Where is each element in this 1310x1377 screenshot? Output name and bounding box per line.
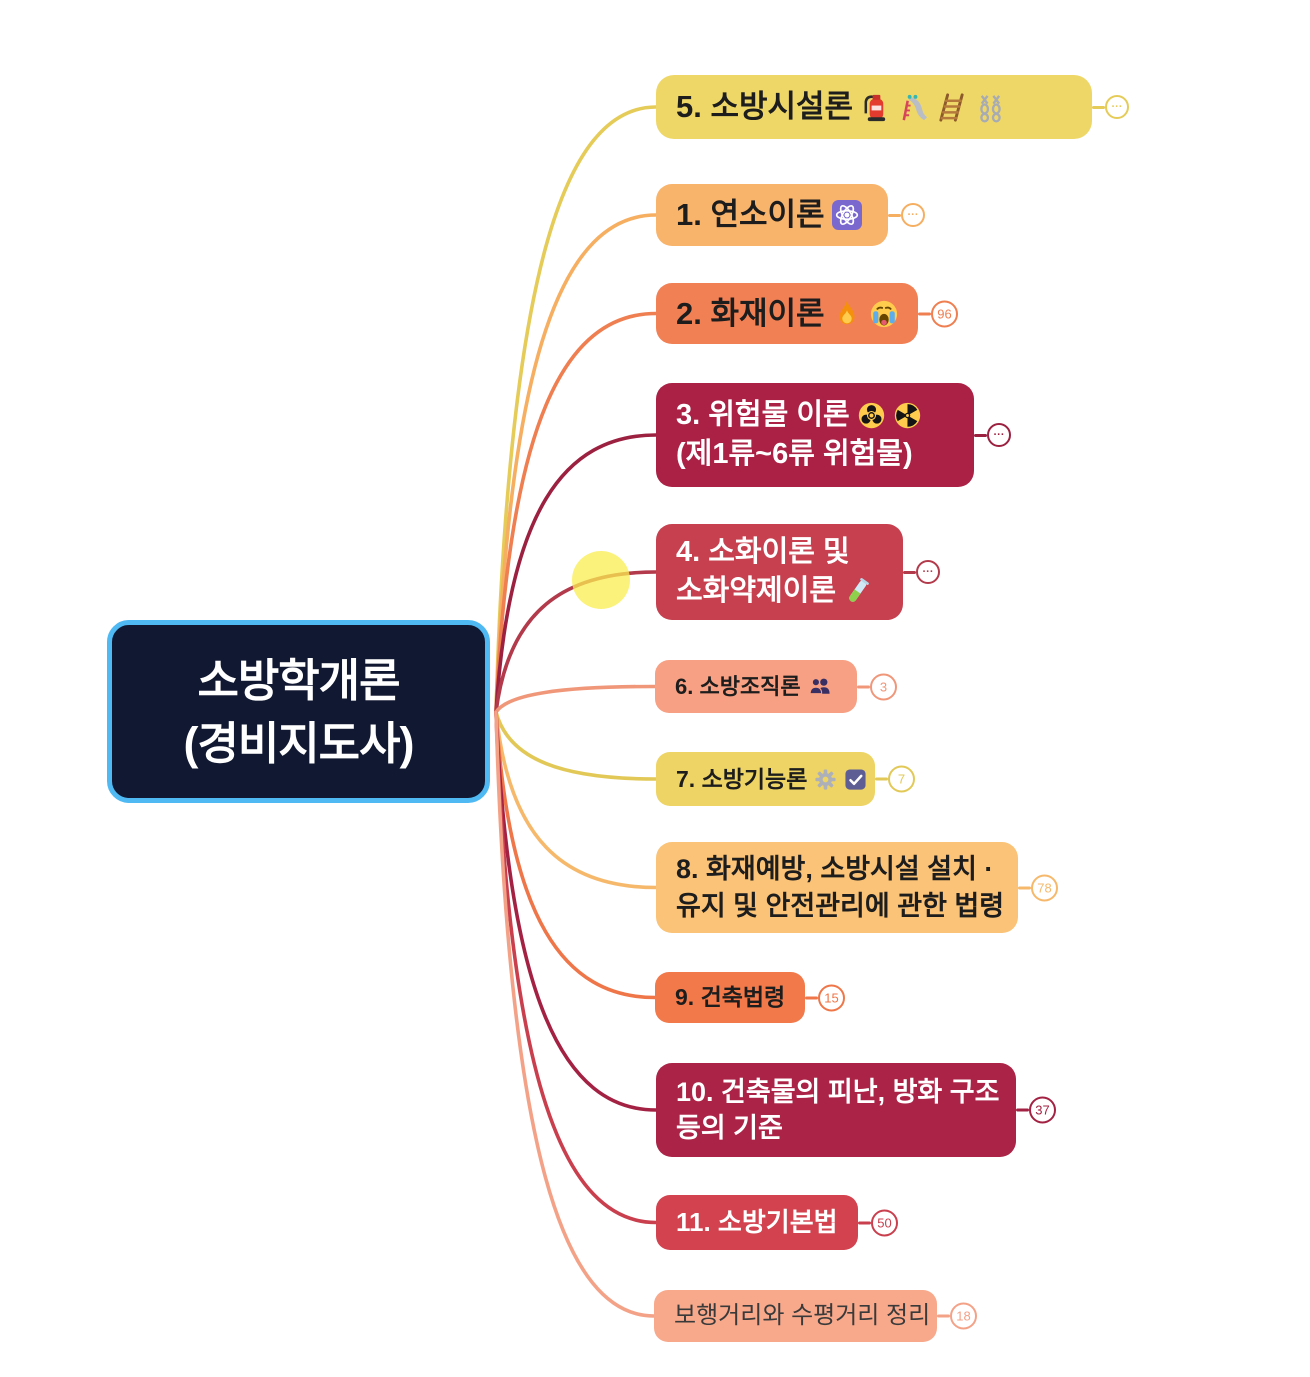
- branch-node-3[interactable]: 2. 화재이론 96: [656, 283, 958, 344]
- central-topic[interactable]: 소방학개론 (경비지도사): [107, 620, 490, 803]
- chains-icon: [974, 92, 1005, 123]
- checkbox-icon: [844, 768, 867, 791]
- badge-connector: 7: [875, 765, 915, 793]
- branch-label: (제1류~6류 위험물): [676, 438, 913, 470]
- branch-label: 11. 소방기본법: [676, 1207, 838, 1238]
- connector-line: [494, 710, 658, 890]
- branch-node-6[interactable]: 6. 소방조직론 3: [655, 660, 897, 713]
- count-badge[interactable]: 18: [950, 1302, 977, 1330]
- busts-icon: [808, 675, 831, 698]
- branch-label: 2. 화재이론: [676, 295, 825, 331]
- badge-tick: [1018, 886, 1031, 889]
- badge-connector: ···: [974, 423, 1011, 447]
- collapse-toggle[interactable]: ···: [916, 560, 940, 584]
- badge-tick: [903, 570, 916, 574]
- badge-connector: 78: [1018, 874, 1058, 901]
- branch-node-12[interactable]: 보행거리와 수평거리 정리 18: [654, 1290, 977, 1342]
- highlight-circle: [572, 551, 630, 609]
- branch-label: 소화약제이론: [676, 575, 837, 607]
- branch-node-7[interactable]: 7. 소방기능론 7: [656, 752, 915, 806]
- connector-line: [494, 433, 658, 714]
- branch-label: 5. 소방시설론: [676, 89, 854, 125]
- ladder-icon: [936, 92, 967, 123]
- connector-line: [494, 105, 658, 714]
- badge-connector: ···: [888, 203, 925, 227]
- branch-label: 보행거리와 수평거리 정리: [674, 1301, 931, 1329]
- badge-tick: [805, 996, 818, 999]
- atom-icon: [831, 200, 862, 230]
- branch-label: 8. 화재예방, 소방시설 설치 ·: [676, 854, 994, 885]
- biohazard-icon: [857, 401, 886, 430]
- flame-icon: [832, 299, 862, 329]
- collapse-toggle[interactable]: ···: [987, 423, 1011, 447]
- badge-connector: 37: [1016, 1096, 1056, 1124]
- branch-label: 1. 연소이론: [676, 197, 825, 233]
- badge-connector: 96: [918, 300, 958, 327]
- branch-label: 10. 건축물의 피난, 방화 구조: [676, 1076, 1000, 1107]
- branch-node-9[interactable]: 9. 건축법령 15: [655, 972, 845, 1023]
- badge-tick: [974, 433, 987, 437]
- badge-tick: [1016, 1108, 1029, 1112]
- badge-connector: ···: [1092, 95, 1129, 119]
- badge-tick: [858, 1221, 871, 1224]
- branch-node-8[interactable]: 8. 화재예방, 소방시설 설치 · 유지 및 안전관리에 관한 법령 78: [656, 842, 1058, 933]
- central-topic-line2: (경비지도사): [183, 717, 415, 769]
- radioactive-icon: [893, 401, 922, 430]
- branch-label: 등의 기준: [676, 1113, 783, 1143]
- branch-node-4[interactable]: 3. 위험물 이론 (제1류~6류 위험물) ···: [656, 383, 1011, 487]
- count-badge[interactable]: 96: [931, 300, 958, 327]
- count-badge[interactable]: 15: [818, 984, 845, 1011]
- branch-label: 7. 소방기능론: [676, 765, 808, 792]
- branch-node-1[interactable]: 5. 소방시설론 ···: [656, 75, 1129, 139]
- badge-connector: 18: [937, 1302, 977, 1330]
- count-badge[interactable]: 78: [1031, 874, 1058, 901]
- connector-line: [494, 684, 657, 714]
- central-topic-line1: 소방학개론: [197, 654, 400, 706]
- badge-connector: 50: [858, 1209, 898, 1236]
- gear-icon: [814, 768, 837, 791]
- fire-extinguisher-icon: [860, 92, 891, 123]
- connector-line: [494, 213, 658, 714]
- badge-tick: [918, 312, 931, 315]
- connector-line: [494, 710, 656, 1318]
- branch-node-2[interactable]: 1. 연소이론 ···: [656, 184, 925, 246]
- collapse-toggle[interactable]: ···: [1105, 95, 1129, 119]
- collapse-toggle[interactable]: ···: [901, 203, 925, 227]
- badge-tick: [937, 1314, 950, 1318]
- count-badge[interactable]: 37: [1029, 1096, 1056, 1124]
- branch-label: 3. 위험물 이론: [676, 399, 850, 432]
- badge-connector: 15: [805, 984, 845, 1011]
- branch-label: 4. 소화이론 및: [676, 536, 850, 569]
- count-badge[interactable]: 7: [888, 765, 915, 793]
- badge-connector: ···: [903, 560, 940, 584]
- branch-node-11[interactable]: 11. 소방기본법 50: [656, 1195, 898, 1250]
- badge-tick: [857, 685, 870, 688]
- test-tube-icon: [843, 577, 872, 606]
- connector-line: [494, 710, 657, 1000]
- connector-line: [494, 311, 658, 714]
- connector-line: [494, 710, 658, 781]
- connector-line: [494, 710, 658, 1112]
- badge-connector: 3: [857, 673, 897, 700]
- badge-tick: [888, 213, 901, 217]
- count-badge[interactable]: 50: [871, 1209, 898, 1236]
- branch-label: 9. 건축법령: [675, 984, 786, 1011]
- badge-tick: [875, 777, 888, 781]
- badge-tick: [1092, 105, 1105, 109]
- crying-face-icon: [869, 299, 899, 329]
- count-badge[interactable]: 3: [870, 673, 897, 700]
- branch-label: 유지 및 안전관리에 관한 법령: [676, 890, 1005, 921]
- slide-icon: [898, 92, 929, 123]
- branch-label: 6. 소방조직론: [675, 673, 801, 699]
